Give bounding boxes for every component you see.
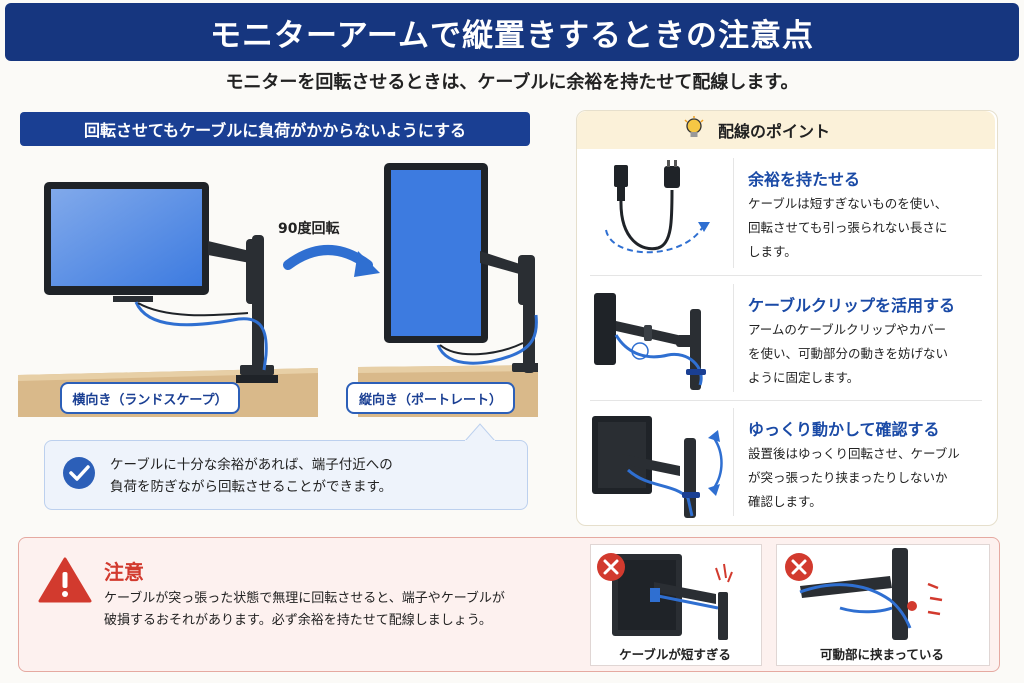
divider (590, 275, 982, 276)
divider (733, 408, 734, 516)
point-3-line: が突っ張ったり挟まったりしないか (748, 470, 948, 485)
pinched-cable-illustration (799, 548, 943, 640)
lightbulb-icon (684, 116, 704, 137)
landscape-label: 横向き（ランドスケープ） (60, 382, 240, 414)
left-section-header: 回転させてもケーブルに負荷がかからないようにする (20, 112, 530, 146)
cable-slack-illustration (605, 160, 710, 254)
point-2-line: を使い、可動部分の動きを妨げない (748, 346, 949, 361)
point-2-body: アームのケーブルクリップやカバー を使い、可動部分の動きを妨げない ように固定し… (748, 318, 988, 390)
example-2-caption: 可動部に挟まっている (820, 647, 944, 662)
rotate-label: 90度回転 (278, 221, 340, 237)
warning-line-2: 破損するおそれがあります。必ず余裕を持たせて配線しましょう。 (104, 613, 492, 628)
callout-line-2: 負荷を防ぎながら回転させることができます。 (110, 479, 393, 495)
warning-icon (38, 557, 92, 603)
point-2-line: アームのケーブルクリップやカバー (748, 322, 947, 337)
points-panel-header (577, 111, 995, 149)
callout-line-1: ケーブルに十分な余裕があれば、端子付近への (110, 457, 393, 473)
cable-clip-illustration (594, 293, 706, 390)
page-title: モニターアームで縦置きするときの注意点 (5, 3, 1019, 61)
close-icon (785, 553, 813, 581)
point-3-line: 確認します。 (748, 494, 822, 509)
point-3-line: 設置後はゆっくり回転させ、ケーブル (748, 446, 960, 461)
portrait-monitor (384, 163, 538, 373)
info-callout (44, 440, 528, 510)
point-1-title: 余裕を持たせる (748, 170, 861, 189)
warning-text: ケーブルが突っ張った状態で無理に回転させると、端子やケーブルが 破損するおそれが… (104, 588, 584, 632)
divider (590, 400, 982, 401)
check-icon (63, 457, 95, 489)
portrait-label: 縦向き（ポートレート） (346, 382, 515, 414)
callout-pointer (465, 423, 495, 442)
divider (733, 284, 734, 392)
callout-text: ケーブルに十分な余裕があれば、端子付近への 負荷を防ぎながら回転させることができ… (110, 454, 520, 498)
warning-line-1: ケーブルが突っ張った状態で無理に回転させると、端子やケーブルが (104, 591, 505, 606)
points-title: 配線のポイント (718, 122, 831, 141)
point-1-line: 回転させても引っ張られない長さに (748, 220, 948, 235)
points-panel (576, 110, 998, 526)
rotation-illustration (18, 163, 538, 417)
slow-rotate-illustration (592, 416, 723, 518)
point-3-title: ゆっくり動かして確認する (748, 420, 940, 439)
landscape-monitor (44, 182, 278, 383)
point-2-title: ケーブルクリップを活用する (748, 296, 956, 315)
point-2-line: ように固定します。 (748, 370, 860, 385)
page-subtitle: モニターを回転させるときは、ケーブルに余裕を持たせて配線します。 (225, 72, 799, 93)
point-1-line: します。 (748, 244, 797, 259)
close-icon (597, 553, 625, 581)
rotate-arrow-icon (283, 245, 373, 270)
example-1-caption: ケーブルが短すぎる (619, 647, 731, 662)
divider (733, 158, 734, 268)
point-1-body: ケーブルは短すぎないものを使い、 回転させても引っ張られない長さに します。 (748, 192, 988, 264)
warning-title: 注意 (104, 560, 144, 584)
short-cable-illustration (612, 554, 733, 640)
point-1-line: ケーブルは短すぎないものを使い、 (748, 196, 948, 211)
point-3-body: 設置後はゆっくり回転させ、ケーブル が突っ張ったり挟まったりしないか 確認します… (748, 442, 988, 514)
